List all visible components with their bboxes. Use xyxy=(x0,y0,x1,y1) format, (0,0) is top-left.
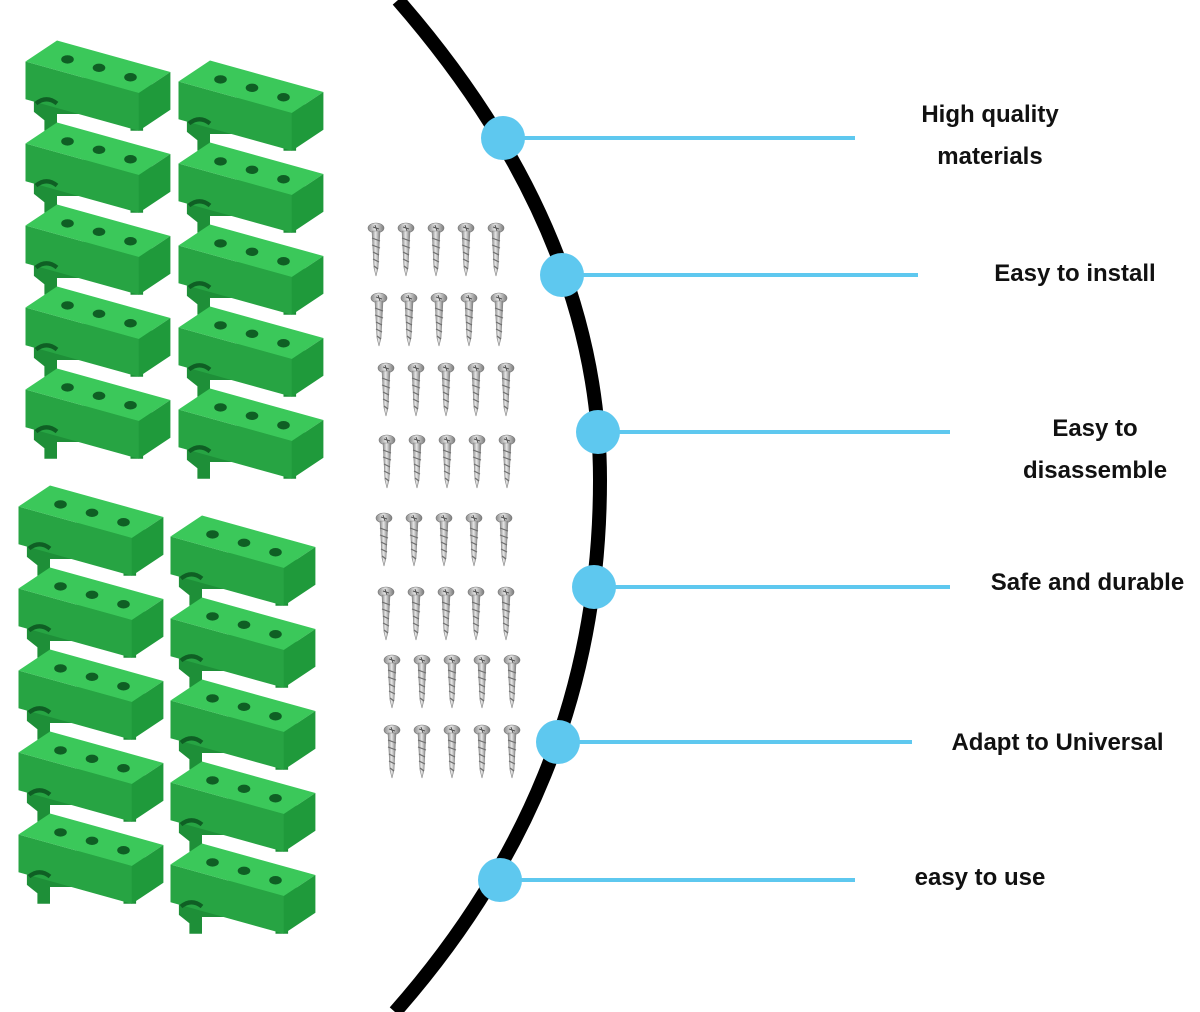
screw-icon xyxy=(400,292,418,347)
din-rail-bracket-icon xyxy=(26,287,171,377)
connector-dot-icon xyxy=(572,565,616,609)
connector-dot-icon xyxy=(481,116,525,160)
screw-icon xyxy=(375,512,393,567)
screw-icon xyxy=(443,724,461,779)
screw-icon xyxy=(497,362,515,417)
din-rail-bracket-icon xyxy=(179,389,324,479)
screw-icon xyxy=(377,362,395,417)
screw-icon xyxy=(437,362,455,417)
screw-icon xyxy=(468,434,486,489)
screw-icon xyxy=(407,586,425,641)
feature-label-install: Easy to install xyxy=(994,260,1156,287)
din-rail-bracket-icon xyxy=(171,762,316,852)
screw-icon xyxy=(377,586,395,641)
din-rail-bracket-icon xyxy=(171,598,316,688)
screw-icon xyxy=(497,586,515,641)
feature-label-disassemble: Easy to disassemble xyxy=(1022,415,1168,484)
din-rail-bracket-icon xyxy=(179,143,324,233)
connector-dot-icon xyxy=(536,720,580,764)
din-rail-bracket-icon xyxy=(171,680,316,770)
screw-icon xyxy=(408,434,426,489)
din-rail-bracket-icon xyxy=(26,369,171,459)
screw-icon xyxy=(465,512,483,567)
screw-icon xyxy=(495,512,513,567)
screw-icon xyxy=(413,724,431,779)
din-rail-bracket-icon xyxy=(19,568,164,658)
screw-icon xyxy=(407,362,425,417)
screw-icon xyxy=(383,654,401,709)
screw-icon xyxy=(367,222,385,277)
din-rail-bracket-icon xyxy=(26,41,171,131)
screw-icon xyxy=(443,654,461,709)
screw-icon xyxy=(467,362,485,417)
din-rail-bracket-icon xyxy=(26,123,171,213)
screw-icon xyxy=(438,434,456,489)
din-rail-bracket-icon xyxy=(19,814,164,904)
connector-dot-icon xyxy=(576,410,620,454)
screw-icon xyxy=(430,292,448,347)
feature-label-universal: Adapt to Universal xyxy=(951,729,1164,756)
screw-icon xyxy=(498,434,516,489)
din-rail-bracket-icon xyxy=(19,650,164,740)
feature-label-quality: High quality materials xyxy=(921,101,1059,170)
connector-dot-icon xyxy=(540,253,584,297)
din-rail-bracket-icon xyxy=(26,205,171,295)
din-rail-bracket-icon xyxy=(171,516,316,606)
screw-icon xyxy=(490,292,508,347)
din-rail-bracket-icon xyxy=(19,732,164,822)
screw-icon xyxy=(383,724,401,779)
din-rail-bracket-icon xyxy=(19,486,164,576)
screw-icon xyxy=(503,654,521,709)
din-rail-bracket-icon xyxy=(179,307,324,397)
screw-icon xyxy=(427,222,445,277)
screw-icon xyxy=(473,654,491,709)
feature-label-durable: Safe and durable xyxy=(990,569,1185,596)
screw-icon xyxy=(457,222,475,277)
screw-icon xyxy=(460,292,478,347)
din-rail-bracket-icon xyxy=(179,61,324,151)
screw-icon xyxy=(435,512,453,567)
screw-icon xyxy=(405,512,423,567)
screw-icon xyxy=(378,434,396,489)
screw-icon xyxy=(370,292,388,347)
din-rail-bracket-icon xyxy=(179,225,324,315)
screw-icon xyxy=(467,586,485,641)
screw-icon xyxy=(487,222,505,277)
bracket-group xyxy=(19,41,324,934)
screw-icon xyxy=(397,222,415,277)
feature-connectors xyxy=(478,116,950,902)
screw-icon xyxy=(413,654,431,709)
connector-dot-icon xyxy=(478,858,522,902)
screw-icon xyxy=(437,586,455,641)
screw-icon xyxy=(503,724,521,779)
screw-icon xyxy=(473,724,491,779)
din-rail-bracket-icon xyxy=(171,844,316,934)
feature-label-easy-use: easy to use xyxy=(914,864,1046,891)
screw-group xyxy=(367,222,521,779)
